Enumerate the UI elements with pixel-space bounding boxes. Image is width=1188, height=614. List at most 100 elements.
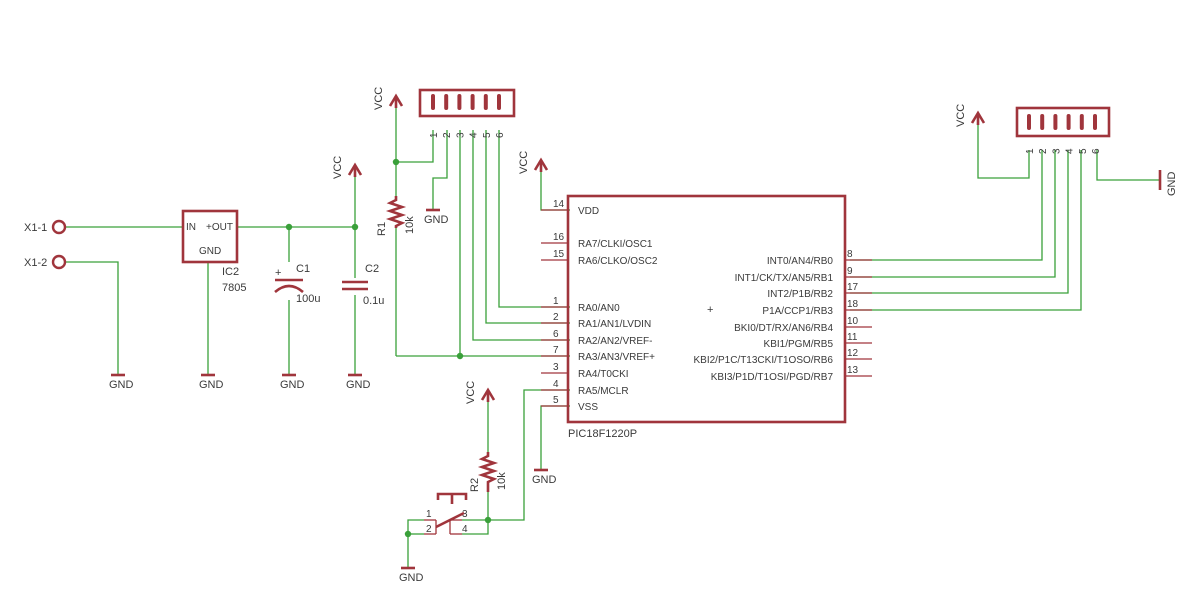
gnd-label: GND [346, 379, 371, 391]
c1-name: C1 [296, 263, 310, 275]
mcu-left-pin-name: RA6/CLKO/OSC2 [578, 256, 658, 267]
mcu-right-pin-name: INT0/AN4/RB0 [767, 256, 834, 267]
net-wires [66, 105, 1160, 568]
mcu-right-pin-number: 9 [847, 266, 853, 277]
header-right-pin-label: 2 [1038, 148, 1049, 154]
mcu-left-pin-number: 1 [553, 296, 559, 307]
regulator-name: IC2 [222, 266, 239, 278]
gnd-label: GND [424, 214, 449, 226]
resistor-r1: R1 10k [376, 196, 416, 236]
regulator-gnd-label: GND [199, 246, 221, 257]
gnd-label: GND [1166, 172, 1178, 197]
reset-switch: 1 2 3 4 [424, 492, 468, 535]
r1-name: R1 [376, 222, 388, 236]
mcu-right-pin-name: INT1/CK/TX/AN5/RB1 [735, 273, 834, 284]
regulator-ic2: IN +OUT GND IC2 7805 [181, 209, 246, 294]
x1-pin1-label: X1-1 [24, 222, 47, 234]
capacitor-c1: + C1 100u [274, 263, 320, 305]
mcu-left-pin-name: RA2/AN2/VREF- [578, 336, 652, 347]
c1-plus-sign: + [275, 267, 281, 279]
header-right-pin-label: 3 [1051, 148, 1062, 154]
mcu-right-pin-name: INT2/P1B/RB2 [767, 289, 833, 300]
junction-dot [456, 352, 464, 360]
junction-dot [351, 223, 359, 231]
mcu-right-pin-number: 13 [847, 365, 859, 376]
r2-value: 10k [496, 472, 508, 490]
r1-value: 10k [404, 216, 416, 234]
mcu-origin-mark: + [707, 304, 713, 316]
vcc-label: VCC [518, 151, 530, 174]
mcu-right-pin-name: P1A/CCP1/RB3 [762, 306, 833, 317]
header-left-pin-label: 3 [455, 132, 466, 138]
capacitor-c2: C2 0.1u [342, 263, 384, 307]
mcu-left-pin-number: 3 [553, 362, 559, 373]
gnd-label: GND [199, 379, 224, 391]
mcu-left-pin-name: RA3/AN3/VREF+ [578, 352, 655, 363]
mcu-left-pin-number: 15 [553, 249, 565, 260]
switch-pin1: 1 [426, 509, 432, 520]
mcu-right-pin-number: 8 [847, 249, 853, 260]
regulator-out-label: +OUT [206, 222, 233, 233]
header-right-pin-label: 5 [1078, 148, 1089, 154]
regulator-value: 7805 [222, 282, 246, 294]
mcu-right-pin-name: KBI1/PGM/RB5 [764, 339, 834, 350]
mcu-left-pin-name: RA4/T0CKI [578, 369, 629, 380]
connector-x1: X1-1 X1-2 [24, 219, 67, 270]
regulator-in-label: IN [186, 222, 196, 233]
gnd-label: GND [399, 572, 424, 584]
mcu-left-pin-number: 14 [553, 199, 565, 210]
mcu-left-pin-number: 4 [553, 379, 559, 390]
mcu-left-pin-number: 2 [553, 312, 559, 323]
c2-name: C2 [365, 263, 379, 275]
junction-dot [285, 223, 293, 231]
mcu-left-pin-number: 7 [553, 345, 559, 356]
mcu-left-pin-name: RA5/MCLR [578, 386, 629, 397]
header-right-pin-label: 6 [1091, 148, 1102, 154]
mcu-right-pin-number: 11 [847, 332, 858, 343]
mcu-right-pin-name: KBI3/P1D/T1OSI/PGD/RB7 [711, 372, 834, 383]
gnd-label: GND [109, 379, 134, 391]
mcu-left-pin-name: RA0/AN0 [578, 303, 620, 314]
junction-dot [484, 516, 492, 524]
mcu-left-pin-name: VSS [578, 402, 598, 413]
vcc-label: VCC [465, 381, 477, 404]
header-left-pin-label: 6 [495, 132, 506, 138]
vcc-label: VCC [373, 87, 385, 110]
header-left-pin-label: 2 [442, 132, 453, 138]
mcu-right-pin-name: BKI0/DT/RX/AN6/RB4 [734, 323, 833, 334]
c1-value: 100u [296, 293, 320, 305]
mcu-left-pin-number: 5 [553, 395, 559, 406]
header-left-pin-label: 5 [482, 132, 493, 138]
header-left-pin-label: 1 [429, 132, 440, 138]
gnd-label: GND [532, 474, 557, 486]
switch-pin3: 3 [462, 509, 468, 520]
mcu-left-pin-number: 16 [553, 232, 565, 243]
mcu-left-pin-name: RA7/CLKI/OSC1 [578, 239, 653, 250]
c2-value: 0.1u [363, 295, 384, 307]
header-right-pin-label: 4 [1065, 148, 1076, 154]
vcc-label: VCC [332, 156, 344, 179]
mcu-right-pin-name: KBI2/P1C/T13CKI/T1OSO/RB6 [694, 355, 834, 366]
mcu-right-pin-number: 18 [847, 299, 859, 310]
resistor-r2: R2 10k [469, 452, 508, 492]
mcu-right-pin-number: 17 [847, 282, 859, 293]
header-left-pin-label: 4 [469, 132, 480, 138]
gnd-symbols: GND GND GND GND GND GND GND GND [109, 170, 1178, 584]
mcu-right-pin-number: 10 [847, 316, 859, 327]
r2-name: R2 [469, 478, 481, 492]
junctions [285, 158, 492, 538]
mcu-left-pin-name: RA1/AN1/LVDIN [578, 319, 651, 330]
mcu-name: PIC18F1220P [568, 428, 637, 440]
x1-pin2-label: X1-2 [24, 257, 47, 269]
header-right-pin-label: 1 [1025, 148, 1036, 154]
mcu-right-pin-number: 12 [847, 348, 859, 359]
mcu-left-pin-name: VDD [578, 206, 599, 217]
mcu-left-pin-number: 6 [553, 329, 559, 340]
junction-dot [404, 530, 412, 538]
junction-dot [392, 158, 400, 166]
